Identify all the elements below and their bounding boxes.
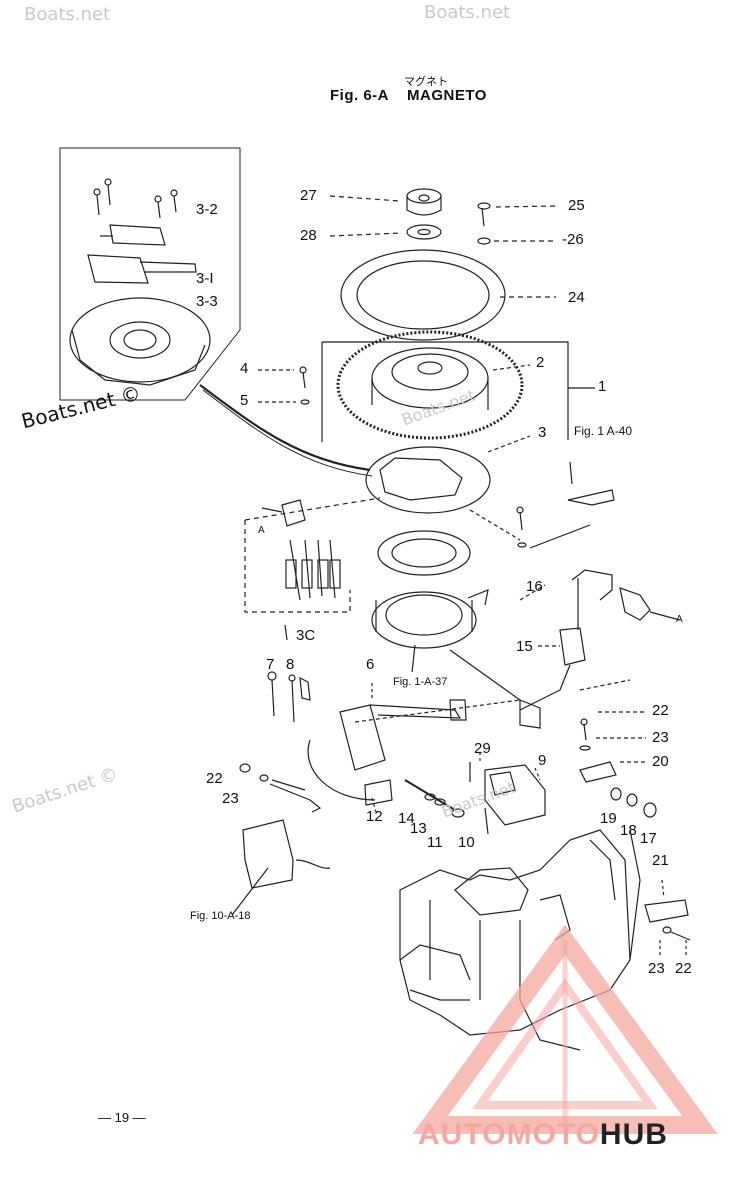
callout-1: 1 (598, 378, 607, 395)
callout-29: 29 (474, 740, 491, 757)
callout-6: 6 (366, 656, 375, 673)
letter-a-left: A (258, 525, 265, 536)
callout-16: 16 (526, 578, 543, 595)
callout-3c: 3C (296, 627, 316, 644)
reference-fig-1a37: Fig. 1-A-37 (393, 676, 448, 688)
callout-23-top: 23 (652, 729, 669, 746)
callout-13: 13 (410, 820, 427, 837)
callout-23-bottom: 23 (648, 960, 665, 977)
callout-28: 28 (300, 227, 317, 244)
callout-10: 10 (458, 834, 475, 851)
callout-3-3: 3-3 (196, 293, 218, 310)
reference-fig-10a18: Fig. 10-A-18 (190, 910, 251, 922)
automotohub-logo (412, 924, 718, 1134)
callout-23-left: 23 (222, 790, 239, 807)
callout-21: 21 (652, 852, 669, 869)
callout-18: 18 (620, 822, 637, 839)
callout-4: 4 (240, 360, 249, 377)
callout-7: 7 (266, 656, 275, 673)
callout-26: -26 (562, 231, 584, 248)
callout-25: 25 (568, 197, 585, 214)
figure-title-japanese: マグネト (404, 76, 448, 88)
callout-11: 11 (427, 834, 443, 851)
callout-3-1: 3-I (196, 270, 214, 287)
page-number: — 19 — (98, 1110, 146, 1125)
callout-3: 3 (538, 424, 547, 441)
watermark-top-left: Boats.net (24, 4, 111, 25)
letter-a-right: A (676, 614, 683, 625)
logo-word-hub: HUB (599, 1118, 668, 1151)
figure-name: MAGNETO (407, 87, 487, 104)
callout-20: 20 (652, 753, 669, 770)
callout-19: 19 (600, 810, 617, 827)
callout-22-top: 22 (652, 702, 669, 719)
callout-2: 2 (536, 354, 545, 371)
callout-5: 5 (240, 392, 249, 409)
callout-22-left: 22 (206, 770, 223, 787)
callout-8: 8 (286, 656, 295, 673)
logo-word-auto: AUTO (418, 1118, 507, 1151)
inset-screws (93, 178, 178, 219)
callout-9: 9 (538, 752, 547, 769)
callout-27: 27 (300, 187, 317, 204)
watermark-top-right: Boats.net (424, 2, 511, 23)
reference-fig-1a40: Fig. 1 A-40 (574, 424, 633, 438)
figure-title: Fig. 6-A MAGNETO (330, 87, 505, 104)
automotohub-wordmark: AUTOMOTOHUB (418, 1118, 668, 1152)
callout-15: 15 (516, 638, 533, 655)
callout-22-bottom: 22 (675, 960, 692, 977)
callout-14: 14 (398, 810, 415, 827)
figure-number: Fig. 6-A (330, 87, 389, 104)
callout-17: 17 (640, 830, 657, 847)
callout-24: 24 (568, 289, 585, 306)
callout-12: 12 (366, 808, 383, 825)
logo-word-moto: MOTO (506, 1118, 600, 1151)
callout-3-2: 3-2 (196, 201, 218, 218)
